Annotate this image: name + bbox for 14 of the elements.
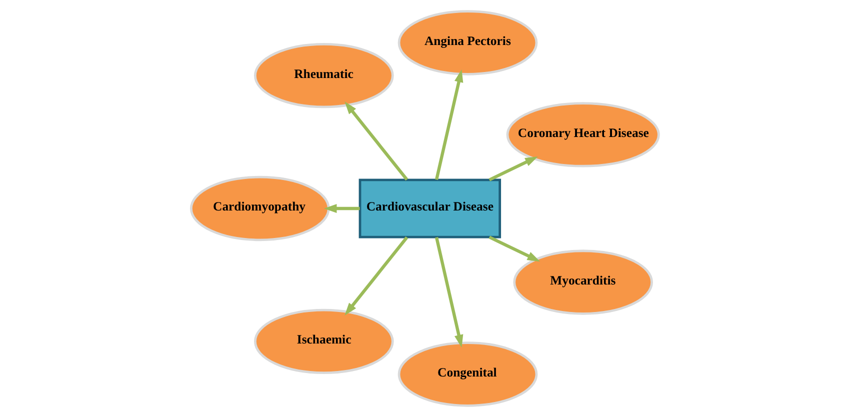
- node-ellipse: Congenital: [398, 342, 538, 407]
- node-ellipse: Angina Pectoris: [398, 10, 538, 76]
- arrow: [324, 204, 360, 213]
- arrow: [434, 237, 464, 348]
- arrow: [434, 69, 464, 180]
- arrow: [488, 236, 540, 262]
- node-ellipse: Ischaemic: [254, 308, 394, 374]
- arrow: [488, 156, 538, 182]
- node-box: Cardiovascular Disease: [358, 178, 502, 238]
- arrow: [344, 236, 408, 316]
- node-ellipse: Cardiomyopathy: [190, 176, 330, 242]
- node-ellipse: Rheumatic: [254, 43, 394, 108]
- node-ellipse: Myocarditis: [513, 250, 654, 315]
- arrow: [344, 102, 408, 181]
